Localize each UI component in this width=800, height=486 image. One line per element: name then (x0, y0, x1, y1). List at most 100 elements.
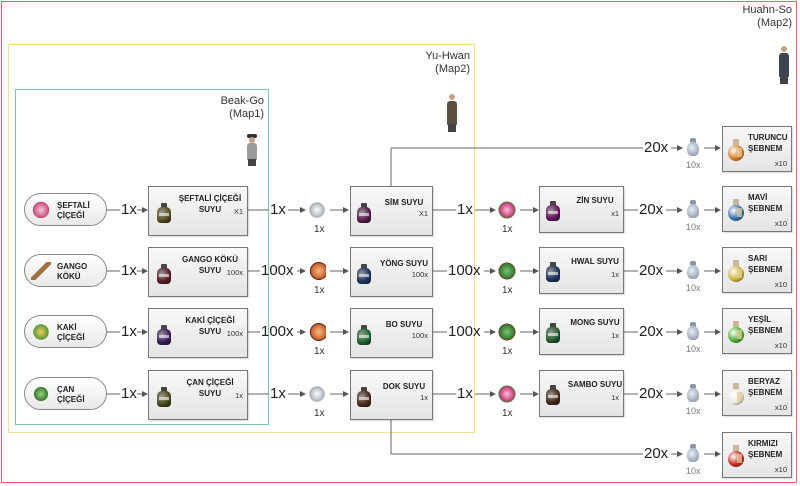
final-line1: KIRMIZI (748, 439, 778, 448)
mushroom-icon (308, 322, 326, 342)
ingredient-qty: 1x (502, 408, 513, 419)
npc-beak-go-label: Beak-Go (Map1) (200, 95, 264, 121)
juice-multiplier: 1x (270, 201, 286, 218)
npc-map: (Map2) (757, 17, 792, 29)
final-qty: x10 (774, 465, 787, 474)
raw-multiplier: 1x (121, 262, 137, 279)
final-line1: BERYAZ (748, 377, 780, 386)
juice-multiplier: 100x (261, 262, 294, 279)
juice-bottle-icon (157, 203, 171, 223)
juice-qty: 1x (235, 391, 243, 400)
vase-qty: 10x (686, 222, 701, 232)
vase-qty: 10x (686, 283, 701, 293)
juice-line1: ŞEFTALİ ÇİÇEĞİ (178, 194, 242, 203)
pink-flower-icon (498, 384, 516, 404)
final-line2: ŞEBNEM (748, 326, 783, 335)
vase-multiplier: 20x (639, 323, 664, 340)
juice-bottle-icon (546, 262, 560, 282)
juice-bottle-icon (546, 201, 560, 221)
final-line2: ŞEBNEM (748, 450, 783, 459)
juice-title: HWAL SUYU (571, 257, 619, 266)
juice-multiplier: 1x (270, 385, 286, 402)
raw-line2: ÇİÇEĞİ (57, 333, 85, 342)
juice-bottle-icon (546, 385, 560, 405)
npc-map: (Map2) (435, 63, 470, 75)
ingredient-qty: 1x (502, 285, 513, 296)
white-flower-icon (308, 384, 326, 404)
final-line2: ŞEBNEM (748, 144, 783, 153)
beak-go-npc-icon[interactable] (244, 134, 260, 166)
vase-icon (686, 138, 700, 158)
raw-line2: KÖKÜ (57, 272, 81, 281)
npc-name: Yu-Hwan (425, 50, 470, 62)
flask-icon (728, 321, 744, 343)
vase-multiplier: 20x (639, 262, 664, 279)
branch-multiplier: 20x (644, 445, 669, 462)
green-herb-icon (498, 322, 516, 342)
flask-icon (728, 260, 744, 282)
juice-multiplier: 1x (457, 201, 473, 218)
final-line1: SARI (748, 254, 768, 263)
juice-bottle-icon (357, 387, 371, 407)
npc-name: Huahn-So (742, 4, 792, 16)
vase-qty: 10x (686, 466, 701, 476)
npc-map: (Map1) (229, 108, 264, 120)
juice-line1: ÇAN ÇİÇEĞİ (186, 378, 234, 387)
juice-multiplier: 100x (261, 323, 294, 340)
flask-icon (728, 139, 744, 161)
juice-bottle-icon (157, 325, 171, 345)
final-line1: MAVİ (748, 193, 768, 202)
yu-hwan-npc-icon[interactable] (444, 92, 460, 132)
raw-line1: KAKİ (57, 323, 77, 332)
juice-multiplier: 100x (448, 262, 481, 279)
juice-qty: 1x (611, 393, 619, 402)
final-title: KIRMIZI ŞEBNEM (748, 438, 782, 460)
white-flower-icon (308, 200, 326, 220)
juice-qty: x1 (611, 209, 619, 218)
final-line2: ŞEBNEM (748, 388, 783, 397)
kaki-flower-icon (31, 323, 51, 341)
npc-huahn-so-label: Huahn-So (Map2) (720, 4, 792, 30)
vase-icon (686, 261, 700, 281)
ingredient-qty: 1x (314, 285, 325, 296)
juice-title: BO SUYU (385, 320, 423, 329)
juice-qty: 100x (226, 329, 243, 338)
raw-line1: GANGO (57, 262, 88, 271)
final-product-box[interactable]: KIRMIZI ŞEBNEM x10 (722, 432, 792, 478)
vase-qty: 10x (686, 406, 701, 416)
flask-icon (728, 199, 744, 221)
huahn-so-npc-icon[interactable] (776, 44, 792, 84)
juice-bottle-icon (357, 203, 371, 223)
juice-title: SİM SUYU (384, 198, 424, 207)
vase-qty: 10x (686, 344, 701, 354)
juice-multiplier: 100x (448, 323, 481, 340)
juice-bottle-icon (157, 387, 171, 407)
